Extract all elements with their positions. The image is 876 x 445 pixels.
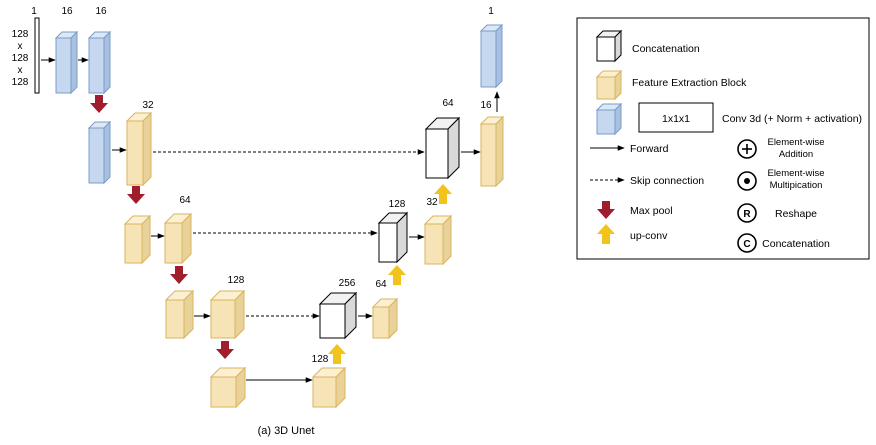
dec3-upconv-channel-label: 32 <box>426 197 438 208</box>
svg-text:x: x <box>18 65 23 76</box>
legend-panel <box>576 17 870 260</box>
enc3-feature-block-b <box>163 212 193 265</box>
legend-upconv-arrow <box>597 224 615 244</box>
legend-forward-label: Forward <box>630 143 669 155</box>
maxpool-arrow <box>216 341 234 359</box>
output-conv-block <box>479 23 504 89</box>
enc4-channel-label: 128 <box>228 275 245 286</box>
legend-conv-cube <box>595 102 623 136</box>
legend-addition-label-2: Addition <box>779 149 813 160</box>
legend-maxpool-arrow <box>597 201 615 219</box>
legend-concat-op-label: Concatenation <box>762 238 830 250</box>
legend-skip-label: Skip connection <box>630 175 704 187</box>
legend-reshape-label: Reshape <box>775 208 817 220</box>
enc2-feature-block <box>125 111 153 187</box>
output-channel-label: 1 <box>488 6 494 17</box>
enc4-feature-block-b <box>209 289 246 340</box>
svg-text:x: x <box>18 41 23 52</box>
svg-text:128: 128 <box>12 29 29 40</box>
dec4-concat-channel-label: 256 <box>339 278 356 289</box>
legend-concatenation-cube <box>595 29 623 63</box>
legend-reshape-symbol <box>737 203 757 223</box>
enc4-feature-block-a <box>164 289 195 340</box>
dec2-concat-block <box>424 116 461 180</box>
enc3-channel-label: 64 <box>179 195 191 206</box>
bottleneck-feature-block-a <box>209 366 247 409</box>
dec4-concat-block <box>318 291 358 340</box>
legend-conv-description: Conv 3d (+ Norm + activation) <box>722 113 862 125</box>
input-channel-label: 1 <box>31 6 37 17</box>
enc1-channel-label-a: 16 <box>61 6 73 17</box>
legend-upconv-label: up-conv <box>630 230 668 242</box>
legend-multiplication-symbol <box>737 171 757 191</box>
enc2-conv-block <box>87 120 112 185</box>
dec3-feature-block <box>423 214 453 266</box>
legend-multiplication-label-1: Element-wise <box>767 168 824 179</box>
dec4-upconv-channel-label: 64 <box>375 279 387 290</box>
legend-concatenation-label: Concatenation <box>632 43 700 55</box>
maxpool-arrow <box>90 95 108 113</box>
enc2-channel-label: 32 <box>142 100 154 111</box>
dec2-feature-block <box>479 115 505 188</box>
upconv-arrow <box>388 265 406 285</box>
upconv-arrow <box>328 344 346 364</box>
figure-caption: (a) 3D Unet <box>258 425 315 437</box>
legend-addition-label-1: Element-wise <box>767 137 824 148</box>
legend-conv-kernel-label: 1x1x1 <box>662 113 690 125</box>
maxpool-arrow <box>170 266 188 284</box>
legend-feature-block-label: Feature Extraction Block <box>632 77 747 89</box>
dec2-concat-channel-label: 64 <box>442 98 454 109</box>
svg-text:128: 128 <box>12 53 29 64</box>
enc1-conv-block-b <box>87 30 112 95</box>
legend-concat-op-symbol-letter: C <box>743 239 750 250</box>
upconv-arrow <box>434 184 452 204</box>
legend-reshape-symbol-letter: R <box>743 209 751 220</box>
bottleneck-channel-label: 128 <box>312 354 329 365</box>
bottleneck-feature-block-b <box>311 366 347 409</box>
legend-feature-block-cube <box>595 69 623 101</box>
dec3-concat-channel-label: 128 <box>389 199 406 210</box>
legend-concat-op-symbol <box>737 233 757 253</box>
dec3-concat-block <box>377 211 409 264</box>
input-dims-label: 128 x 128 x 128 <box>12 29 29 88</box>
dec2-upconv-channel-label: 16 <box>480 100 492 111</box>
legend-multiplication-label-2: Multipication <box>770 180 823 191</box>
dec4-feature-block <box>371 297 399 340</box>
enc3-feature-block-a <box>123 214 152 265</box>
maxpool-arrow <box>127 186 145 204</box>
legend-addition-symbol <box>737 139 757 159</box>
enc1-conv-block-a <box>54 30 79 95</box>
legend-maxpool-label: Max pool <box>630 205 673 217</box>
input-volume-bar <box>34 17 40 94</box>
enc1-channel-label-b: 16 <box>95 6 107 17</box>
svg-text:128: 128 <box>12 77 29 88</box>
legend-conv-kernel-box <box>638 102 714 133</box>
